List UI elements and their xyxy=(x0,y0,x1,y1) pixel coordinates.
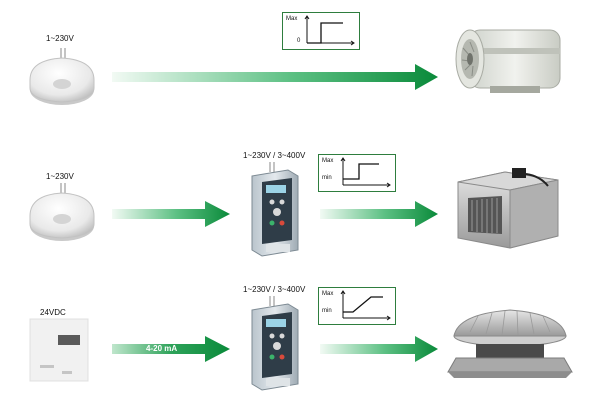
curve1-top-label: Max xyxy=(286,16,298,22)
inline-duct-fan xyxy=(455,29,561,93)
variable-speed-drive-2 xyxy=(251,296,299,391)
sensor-voltage-label-1: 1~230V xyxy=(46,34,74,43)
ramp-curve-box: Max min xyxy=(318,287,396,325)
roof-exhaust-fan xyxy=(447,309,573,378)
drive-voltage-label-2: 1~230V / 3~400V xyxy=(243,285,306,294)
on-off-curve-box: Max 0 xyxy=(282,12,360,50)
curve2-bottom-label: min xyxy=(322,175,332,181)
arrow-sensor-to-fan-1 xyxy=(112,64,438,90)
box-centrifugal-fan xyxy=(457,168,559,249)
arrow-drive-to-fan-3 xyxy=(320,336,438,362)
co2-sensor-24vdc xyxy=(29,318,89,382)
curve1-bottom-label: 0 xyxy=(297,38,301,44)
curve2-top-label: Max xyxy=(322,158,334,164)
curve3-top-label: Max xyxy=(322,291,334,297)
sensor-voltage-label-3: 24VDC xyxy=(40,308,66,317)
arrow-sensor-to-drive-3 xyxy=(112,336,230,362)
variable-speed-drive-1 xyxy=(251,162,299,257)
occupancy-sensor-1 xyxy=(29,48,95,105)
occupancy-sensor-2 xyxy=(29,183,95,241)
sensor-voltage-label-2: 1~230V xyxy=(46,172,74,181)
signal-label-4-20ma: 4-20 mA xyxy=(146,344,178,353)
arrow-drive-to-fan-2 xyxy=(320,201,438,227)
drive-voltage-label-1: 1~230V / 3~400V xyxy=(243,151,306,160)
arrow-sensor-to-drive-2 xyxy=(112,201,230,227)
step-curve-box: Max min xyxy=(318,154,396,192)
curve3-bottom-label: min xyxy=(322,308,332,314)
